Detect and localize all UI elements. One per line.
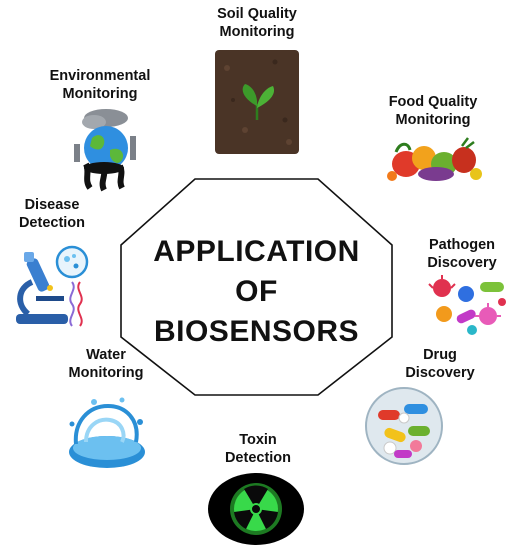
soil-sprout-icon <box>215 50 299 154</box>
microbes-icon <box>428 274 508 336</box>
label-water-monitoring: Water Monitoring <box>68 347 144 381</box>
center-title-line3: BIOSENSORS <box>153 315 360 348</box>
vegetables-icon <box>384 134 484 184</box>
pills-icon <box>364 386 444 466</box>
label-toxin-detection: Toxin Detection <box>224 432 292 466</box>
water-splash-icon <box>64 392 150 474</box>
polluted-earth-icon <box>70 106 140 192</box>
label-pathogen-discovery: Pathogen Discovery <box>427 237 497 271</box>
center-title: APPLICATION OF BIOSENSORS <box>121 232 392 352</box>
radiation-icon <box>206 472 306 546</box>
label-food-quality-monitoring: Food Quality Monitoring <box>388 94 478 128</box>
microscope-icon <box>10 244 90 328</box>
center-title-line2: OF <box>235 275 278 308</box>
center-title-line1: APPLICATION <box>153 235 360 268</box>
label-soil-quality-monitoring: Soil Quality Monitoring <box>217 6 297 40</box>
label-drug-discovery: Drug Discovery <box>405 347 475 381</box>
label-environmental-monitoring: Environmental Monitoring <box>49 68 151 102</box>
label-disease-detection: Disease Detection <box>18 197 86 231</box>
